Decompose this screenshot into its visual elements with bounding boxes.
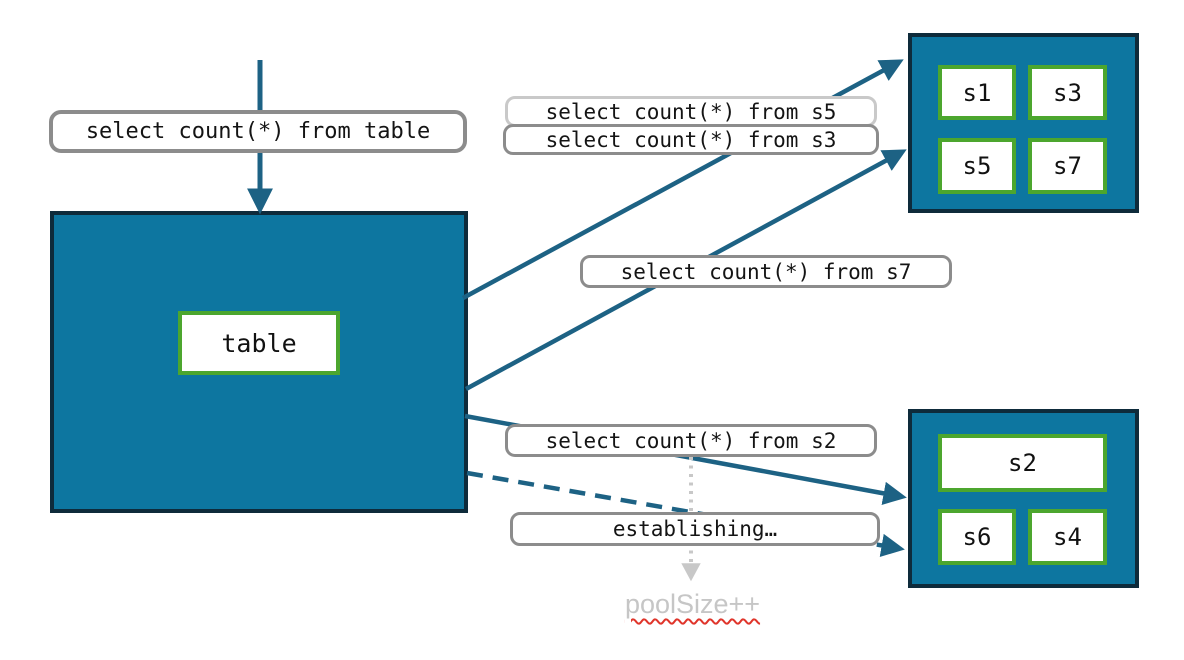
shard-box-s4: s4 — [1028, 509, 1107, 565]
query-label-table-text: select count(*) from table — [85, 119, 431, 144]
query-label-s5: select count(*) from s5 — [505, 96, 877, 127]
shard-box-s1: s1 — [938, 65, 1016, 120]
shard-label-s4: s4 — [1053, 523, 1082, 551]
table-node: table — [50, 211, 468, 513]
query-label-s3: select count(*) from s3 — [503, 124, 879, 155]
shard-label-s5: s5 — [962, 152, 992, 180]
shard-box-s3: s3 — [1028, 65, 1107, 120]
query-label-s5-text: select count(*) from s5 — [545, 99, 837, 124]
shard-label-s3: s3 — [1053, 78, 1082, 107]
shard-box-s5: s5 — [938, 138, 1016, 194]
shard-group-bottom: s2 s6 s4 — [908, 409, 1139, 588]
query-label-s2-text: select count(*) from s2 — [545, 428, 837, 453]
query-label-s7-text: select count(*) from s7 — [620, 259, 912, 284]
query-label-s2: select count(*) from s2 — [505, 424, 877, 457]
shard-box-s7: s7 — [1028, 138, 1107, 194]
shard-label-s2: s2 — [1008, 449, 1037, 477]
shard-group-top: s1 s3 s5 s7 — [908, 33, 1139, 213]
query-label-s3-text: select count(*) from s3 — [545, 127, 837, 152]
shard-label-s7: s7 — [1053, 152, 1082, 180]
poolsize-caption: poolSize++ — [624, 589, 761, 619]
shard-box-s2: s2 — [938, 434, 1107, 492]
shard-label-s6: s6 — [962, 523, 992, 551]
query-label-table: select count(*) from table — [49, 110, 467, 153]
table-node-label-box: table — [178, 311, 340, 375]
shard-label-s1: s1 — [962, 78, 992, 107]
query-label-s7: select count(*) from s7 — [580, 255, 952, 288]
shard-box-s6: s6 — [938, 509, 1016, 565]
establishing-label: establishing… — [510, 512, 880, 546]
table-node-label: table — [221, 328, 297, 358]
establishing-label-text: establishing… — [612, 517, 778, 541]
